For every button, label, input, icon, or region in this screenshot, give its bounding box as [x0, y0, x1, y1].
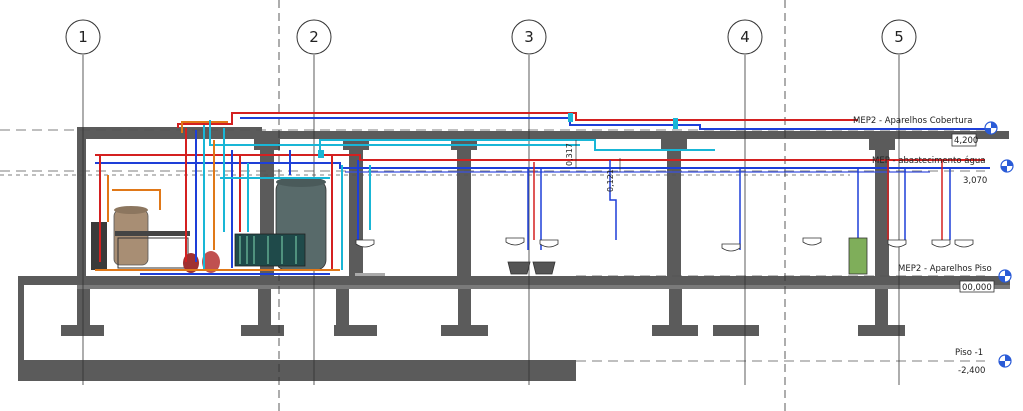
grid-label-3: 3	[524, 28, 534, 46]
level-name-abastecimento: MEP - abastecimento água	[872, 156, 985, 166]
cold-water-pipe	[240, 117, 985, 130]
grid-bubble-1[interactable]	[65, 19, 101, 55]
roof-slab	[77, 131, 1009, 139]
fixture-drop	[609, 160, 617, 240]
level-name-piso: MEP2 - Aparelhos Piso	[898, 264, 992, 274]
level-elevation-box	[959, 280, 995, 293]
grid-label-5: 5	[894, 28, 904, 46]
washbasin[interactable]	[931, 239, 951, 248]
sink-basket[interactable]	[532, 261, 556, 275]
level-elevation-cobertura: 4,200	[954, 136, 978, 146]
left-wall	[77, 139, 86, 276]
grid-bubbles	[65, 19, 917, 55]
level-tags: MEP2 - Aparelhos Cobertura 4,200 MEP - a…	[853, 116, 995, 376]
grid-lines	[82, 0, 900, 411]
grid-bubble-4[interactable]	[727, 19, 763, 55]
basement-slab	[18, 360, 576, 381]
roof-parapet	[77, 127, 262, 131]
sink-basket[interactable]	[507, 261, 531, 275]
ground-slab-lower-edge	[77, 285, 1010, 289]
level-marker-icon[interactable]	[998, 269, 1012, 283]
footing	[858, 325, 905, 336]
hot-water-pipe	[177, 112, 858, 128]
cyan-pipe	[319, 139, 715, 152]
level-elevation-abastecimento: 3,070	[963, 176, 987, 186]
level-elevation-box	[951, 133, 977, 147]
footing	[652, 325, 698, 336]
washbasin[interactable]	[954, 239, 974, 248]
washbasin[interactable]	[721, 243, 741, 252]
washbasin[interactable]	[802, 237, 822, 246]
pump-skid[interactable]	[234, 233, 306, 267]
pressure-vessel[interactable]	[202, 251, 220, 273]
pier	[669, 289, 682, 325]
pier	[77, 289, 90, 325]
manifold	[115, 231, 190, 236]
cold-water-pipe	[95, 162, 990, 169]
level-elevation-piso-menos-1: -2,400	[958, 366, 985, 376]
dimension-text-0317: 0,317	[565, 143, 574, 166]
level-marker-icon[interactable]	[984, 121, 998, 135]
pier	[875, 289, 888, 325]
footing	[713, 325, 759, 336]
level-marker-icon[interactable]	[998, 354, 1012, 368]
footing	[441, 325, 488, 336]
level-elevation-piso: 00,000	[962, 283, 992, 293]
valve[interactable]	[318, 150, 324, 158]
level-markers	[984, 121, 1014, 368]
column-capital	[869, 139, 895, 150]
riser	[112, 189, 161, 210]
orange-pipe	[181, 121, 228, 133]
grid-bubble-2[interactable]	[296, 19, 332, 55]
column	[457, 150, 471, 276]
tank-top	[276, 177, 326, 187]
tank-top	[114, 206, 148, 214]
level-name-piso-menos-1: Piso -1	[955, 348, 983, 358]
washbasin[interactable]	[505, 237, 525, 246]
valve[interactable]	[568, 113, 573, 122]
column-capital	[661, 139, 687, 150]
footing	[334, 325, 377, 336]
grid-bubble-5[interactable]	[881, 19, 917, 55]
washbasin[interactable]	[539, 239, 559, 248]
grid-label-4: 4	[740, 28, 750, 46]
column	[667, 150, 681, 276]
ground-slab	[18, 276, 1010, 285]
water-heater[interactable]	[848, 237, 868, 275]
hot-water-pipe	[95, 154, 985, 161]
valve[interactable]	[673, 118, 678, 129]
piping	[95, 112, 990, 275]
washbasin[interactable]	[887, 239, 907, 248]
level-name-cobertura: MEP2 - Aparelhos Cobertura	[853, 116, 972, 126]
floor-drain	[355, 273, 385, 276]
footing	[61, 325, 104, 336]
grid-label-1: 1	[78, 28, 88, 46]
dimensions	[575, 140, 621, 172]
dimension-text-0121: 0,121	[606, 169, 615, 192]
grid-bubble-3[interactable]	[511, 19, 547, 55]
fixtures	[318, 113, 974, 276]
footing	[241, 325, 284, 336]
washbasin[interactable]	[355, 239, 375, 248]
pier	[458, 289, 471, 325]
grid-labels: 1 2 3 4 5	[78, 28, 904, 46]
plant-room-equipment	[91, 177, 327, 273]
cyan-pipe	[209, 120, 580, 146]
pier	[258, 289, 271, 325]
grid-label-2: 2	[309, 28, 319, 46]
pump-group[interactable]	[117, 237, 189, 269]
pier	[336, 289, 349, 325]
level-marker-icon[interactable]	[1000, 159, 1014, 173]
column	[875, 150, 889, 276]
basement-wall	[18, 285, 24, 360]
